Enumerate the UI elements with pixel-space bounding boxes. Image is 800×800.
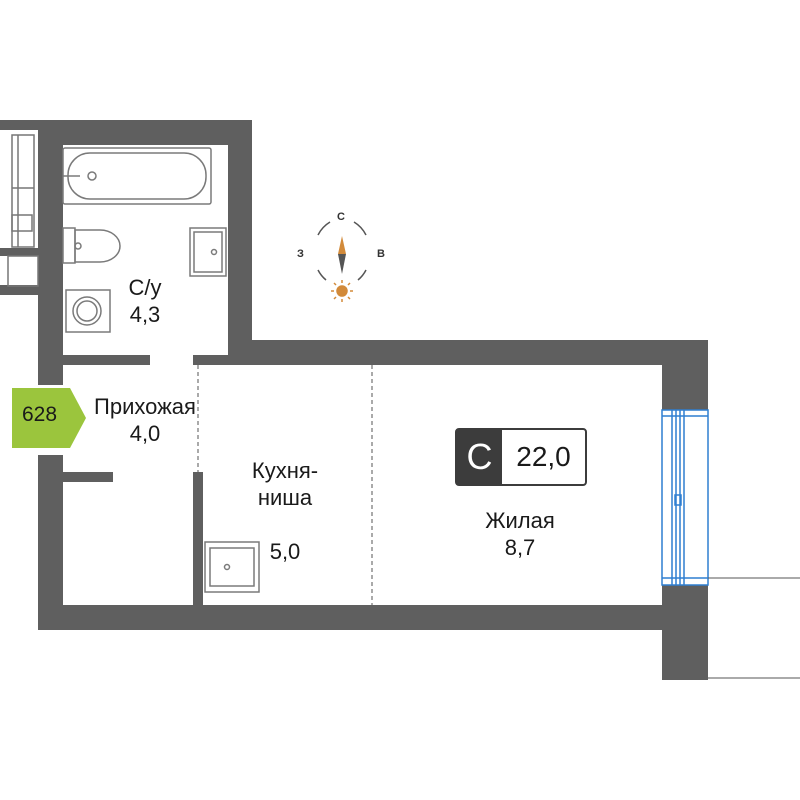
room-bathroom-area: 4,3 (129, 302, 161, 327)
zone-dividers (197, 365, 373, 605)
compass-rose (317, 221, 367, 281)
compass-needle-north (338, 236, 346, 254)
sun-icon (331, 280, 353, 302)
kitchen-sink (204, 541, 260, 593)
compass-needle-south (338, 254, 346, 274)
bathroom-sink (189, 227, 227, 277)
room-living: Жилая 8,7 (460, 507, 580, 561)
room-living-name: Жилая (485, 508, 555, 533)
balcony (708, 577, 800, 679)
apartment-total-area: 22,0 (516, 441, 571, 472)
room-kitchen: Кухня- ниша 5,0 (225, 430, 345, 592)
window (661, 409, 709, 586)
compass-north-label: С (337, 211, 345, 223)
apartment-type-box: С 22,0 (455, 428, 587, 486)
unit-number: 628 (22, 403, 58, 426)
room-hallway-name: Прихожая (94, 394, 196, 419)
apartment-type-letter: С (457, 430, 502, 484)
unit-badge-shape (12, 388, 86, 448)
room-bathroom-name: С/у (128, 275, 162, 300)
walls (0, 120, 708, 680)
room-kitchen-name: Кухня- ниша (251, 458, 319, 510)
compass-west-label: З (297, 248, 304, 260)
room-bathroom: С/у 4,3 (105, 274, 185, 328)
room-hallway-area: 4,0 (129, 421, 161, 446)
bathtub (62, 147, 212, 205)
compass-east-label: В (377, 248, 385, 260)
room-living-area: 8,7 (504, 535, 536, 560)
toilet (62, 227, 121, 264)
washing-machine (65, 289, 111, 333)
room-hallway: Прихожая 4,0 (75, 393, 215, 447)
room-kitchen-area: 5,0 (269, 539, 301, 564)
left-ventilation-shaft (7, 134, 39, 287)
